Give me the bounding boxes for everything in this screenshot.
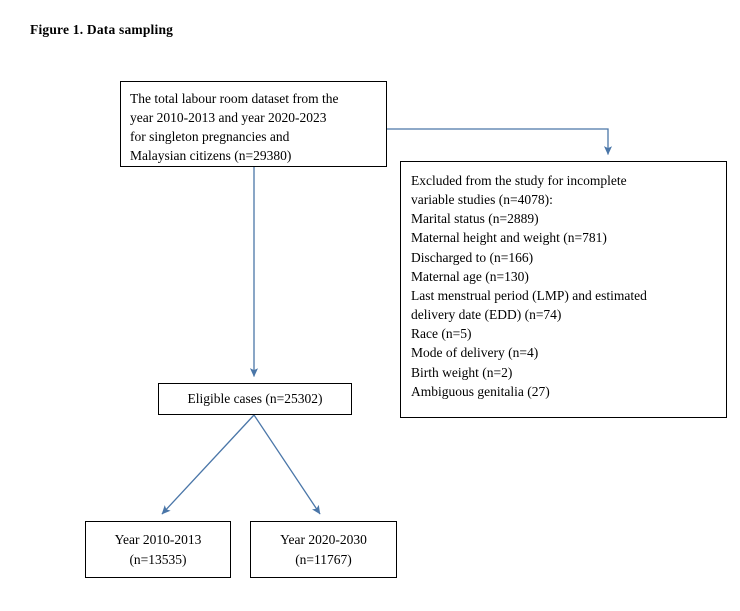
exclusion-line: variable studies (n=4078): [411,192,553,208]
node-label: Eligible cases (n=25302) [187,391,323,407]
node-text-line: year 2010-2013 and year 2020-2023 [130,110,327,126]
exclusion-line: Mode of delivery (n=4) [411,345,539,361]
page-title: Figure 1. Data sampling [30,22,174,37]
connector-eligible-to-year-a [161,414,255,515]
node-excluded-from-study: Excluded from the study for incomplete v… [400,161,727,418]
node-year-group-2020-2030: Year 2020-2030 (n=11767) [250,521,397,578]
node-text-line: (n=13535) [129,551,187,567]
node-eligible-cases: Eligible cases (n=25302) [158,383,352,415]
exclusion-line: Last menstrual period (LMP) and estimate… [411,287,647,303]
node-text-line: The total labour room dataset from the [130,91,339,106]
exclusion-line: Excluded from the study for incomplete [411,173,627,188]
exclusion-line: Marital status (n=2889) [411,211,539,227]
node-text-line: for singleton pregnancies and [130,129,290,145]
node-year-group-2010-2013: Year 2010-2013 (n=13535) [85,521,231,578]
exclusion-line: Race (n=5) [411,326,472,342]
connector-eligible-to-year-b [253,414,321,515]
exclusion-line: Maternal height and weight (n=781) [411,230,607,246]
exclusion-line: delivery date (EDD) (n=74) [411,307,562,323]
node-text-line: Year 2010-2013 [114,532,202,548]
connector-total-to-excluded [387,128,613,156]
exclusion-line: Ambiguous genitalia (27) [411,383,550,399]
exclusion-line: Birth weight (n=2) [411,364,513,380]
exclusion-line: Discharged to (n=166) [411,249,534,265]
node-text-line: Malaysian citizens (n=29380) [130,148,292,164]
exclusion-line: Maternal age (n=130) [411,268,529,284]
node-text-line: (n=11767) [295,551,352,567]
node-text-line: Year 2020-2030 [280,532,367,548]
node-total-labour-room-dataset: The total labour room dataset from the y… [120,81,387,167]
